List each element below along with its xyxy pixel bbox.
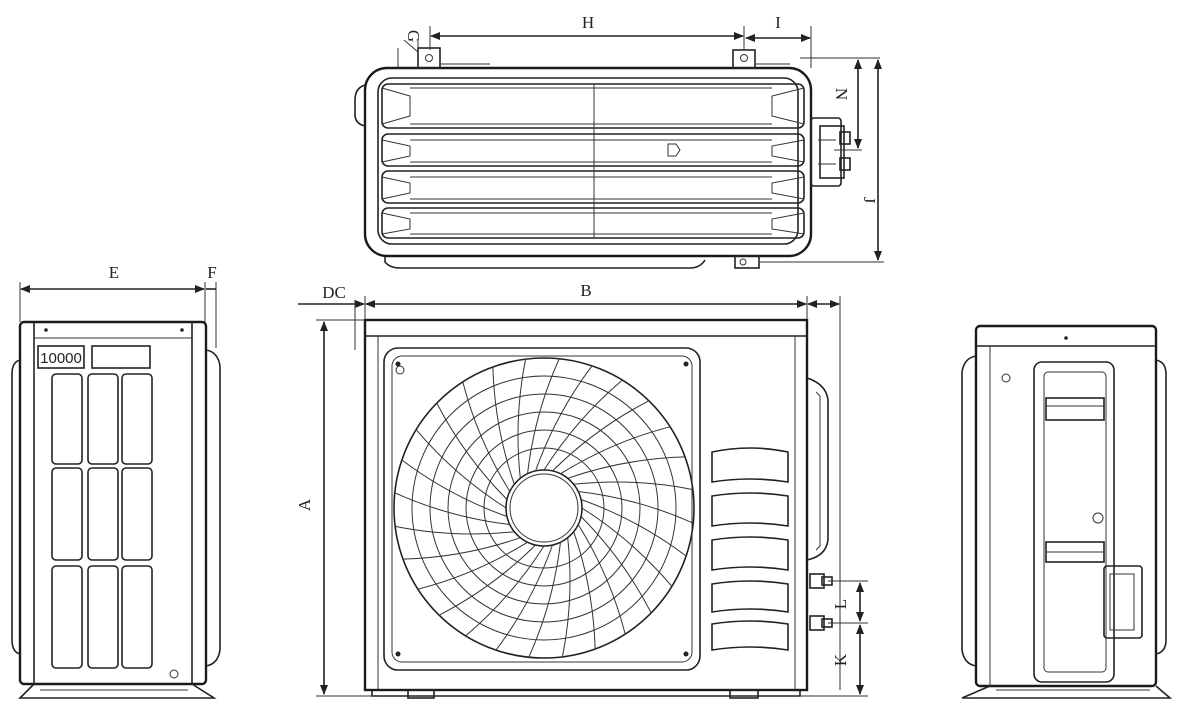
front-view bbox=[363, 318, 833, 699]
right-side-view bbox=[961, 324, 1173, 699]
fan-spoke bbox=[517, 359, 527, 479]
service-valves bbox=[809, 573, 833, 631]
dimension-right-offset bbox=[807, 296, 841, 690]
fan-spoke bbox=[560, 426, 671, 475]
dimension-i: I bbox=[745, 13, 812, 68]
label-h: H bbox=[582, 13, 594, 32]
left-view-body bbox=[18, 320, 208, 686]
fan-spoke bbox=[401, 459, 508, 517]
label-b: B bbox=[580, 281, 591, 300]
dimension-f: F bbox=[206, 263, 217, 348]
fan-spoke bbox=[394, 492, 510, 525]
label-l: L bbox=[831, 599, 850, 609]
unit-badge bbox=[37, 345, 85, 369]
fan-spoke bbox=[436, 402, 508, 500]
fan-spoke bbox=[581, 507, 673, 587]
label-j: J bbox=[860, 197, 879, 204]
dimension-g: G bbox=[404, 30, 423, 42]
fan-spoke bbox=[492, 366, 515, 485]
dimension-j: J bbox=[760, 59, 884, 263]
mount-tab-left bbox=[417, 47, 441, 69]
fan-spoke bbox=[495, 544, 553, 651]
label-i: I bbox=[775, 13, 781, 32]
fan-spoke bbox=[543, 379, 623, 471]
dimension-a: A bbox=[295, 319, 372, 697]
label-f: F bbox=[207, 263, 216, 282]
top-view-ribs bbox=[381, 83, 805, 239]
label-a: A bbox=[295, 498, 314, 511]
fan-spoke bbox=[552, 400, 650, 472]
dimension-n: N bbox=[800, 57, 880, 151]
fan-spoke bbox=[580, 516, 652, 614]
fan-grille bbox=[383, 347, 701, 671]
side-louvres bbox=[711, 447, 789, 651]
fan-spoke bbox=[580, 499, 687, 557]
dimension-b: B bbox=[364, 281, 808, 320]
label-dc: DC bbox=[322, 283, 346, 302]
fan-spoke bbox=[573, 481, 693, 491]
fan-spoke bbox=[438, 544, 536, 616]
fan-hub bbox=[505, 469, 583, 547]
left-side-view: 10000 bbox=[11, 320, 221, 699]
top-view-valve-box bbox=[810, 117, 851, 187]
label-g: G bbox=[404, 30, 423, 42]
fan-spoke bbox=[415, 429, 507, 509]
fan-spoke bbox=[417, 541, 528, 590]
dimension-k: K bbox=[800, 624, 868, 697]
dimension-h: H bbox=[429, 13, 745, 50]
label-e: E bbox=[109, 263, 119, 282]
mount-tab-right bbox=[732, 49, 756, 69]
left-view-grille bbox=[51, 373, 153, 669]
unit-badge-text: 10000 bbox=[40, 350, 82, 367]
dimension-l: L bbox=[828, 580, 868, 624]
front-view-body bbox=[363, 318, 809, 692]
right-view-handle-panel bbox=[1033, 361, 1143, 683]
fan-spoke bbox=[577, 524, 626, 635]
fan-spoke bbox=[395, 525, 515, 535]
fan-spoke bbox=[528, 542, 561, 658]
fan-spoke bbox=[462, 381, 511, 492]
dimension-e: E bbox=[19, 263, 206, 322]
label-n: N bbox=[832, 88, 851, 100]
fan-spoke bbox=[578, 491, 694, 524]
fan-spoke bbox=[567, 456, 686, 479]
fan-spoke bbox=[561, 537, 571, 657]
fan-spoke bbox=[465, 545, 545, 637]
top-view bbox=[354, 39, 851, 269]
right-view-body bbox=[974, 324, 1158, 688]
fan-spoke bbox=[573, 531, 596, 650]
fan-spoke bbox=[402, 537, 521, 560]
fan-spoke bbox=[535, 365, 593, 472]
fan-spoke bbox=[527, 358, 560, 474]
dimension-dc: DC bbox=[298, 283, 365, 350]
label-k: K bbox=[831, 653, 850, 666]
